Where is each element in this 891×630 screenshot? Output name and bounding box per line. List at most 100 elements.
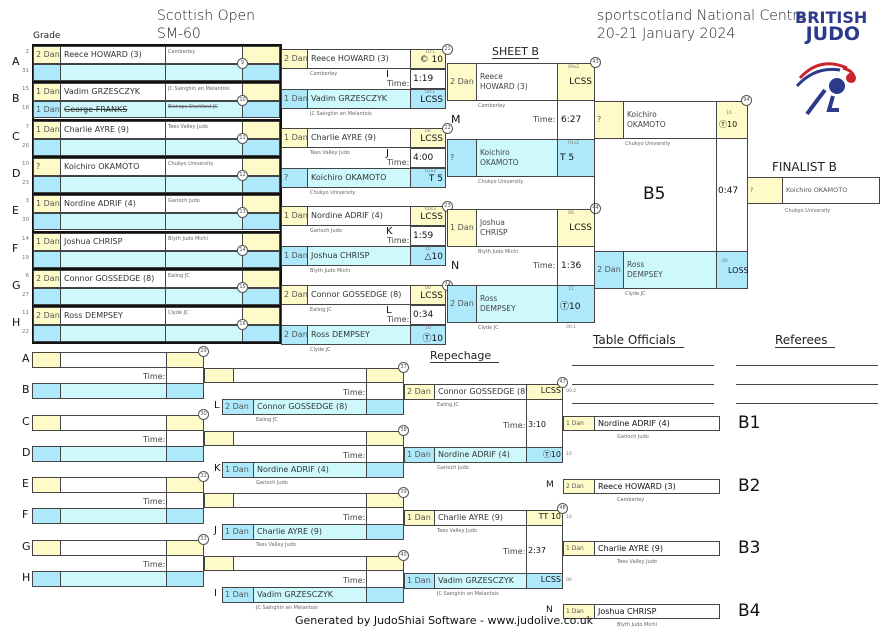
score-cell[interactable] (557, 139, 595, 177)
score-cell[interactable] (366, 524, 404, 540)
competitor-name[interactable] (60, 414, 167, 431)
score-cell[interactable] (242, 83, 280, 102)
score-cell[interactable] (242, 269, 280, 288)
referee-line[interactable] (736, 365, 878, 366)
competitor-name[interactable]: Reece HOWARD (3) (307, 49, 411, 69)
score-cell[interactable] (242, 250, 280, 268)
competitor-name[interactable]: Connor GOSSEDGE (8) (307, 284, 411, 305)
score-cell[interactable] (557, 63, 595, 101)
competitor-name[interactable]: Nordine ADRIF (4) (60, 195, 166, 214)
competitor-name[interactable] (60, 325, 166, 343)
competitor-name[interactable] (60, 64, 166, 81)
referee-line[interactable] (736, 403, 878, 404)
competitor-name[interactable]: Nordine ADRIF (4) (253, 461, 367, 478)
score-cell[interactable] (366, 586, 404, 603)
competitor-name[interactable]: Charlie AYRE (9) (594, 541, 720, 556)
competitor-name[interactable]: Joshua CHRISP (307, 246, 411, 266)
competitor-name[interactable]: Connor GOSSEDGE (8) (60, 269, 166, 288)
score-cell[interactable] (242, 307, 280, 326)
competitor-name[interactable]: Ross DEMPSEY (60, 307, 166, 326)
score-cell[interactable] (166, 570, 204, 587)
competitor-name[interactable]: Vadim GRZESCZYK (253, 586, 367, 603)
score-cell[interactable] (410, 49, 446, 69)
competitor-name[interactable] (233, 555, 367, 571)
score-cell[interactable] (410, 167, 446, 188)
score-cell[interactable] (166, 383, 204, 399)
competitor-name[interactable] (233, 430, 367, 446)
score-cell[interactable] (242, 157, 280, 176)
competitor-name[interactable] (60, 138, 166, 156)
score-cell[interactable] (410, 127, 446, 148)
score-cell[interactable] (242, 325, 280, 343)
competitor-name[interactable]: George FRANKS (60, 101, 166, 119)
competitor-name[interactable]: Charlie AYRE (9) (253, 524, 367, 540)
competitor-name[interactable]: Vadim GRZESCZYK (434, 573, 527, 589)
competitor-name[interactable]: Koichiro OKAMOTO (307, 167, 411, 188)
competitor-name[interactable]: Nordine ADRIF (4) (307, 206, 411, 226)
score-cell[interactable] (366, 399, 404, 415)
official-line[interactable] (572, 384, 714, 385)
score-cell[interactable] (410, 89, 446, 109)
competitor-name[interactable]: Nordine ADRIF (4) (434, 447, 527, 463)
competitor-name[interactable]: Koichiro OKAMOTO (60, 157, 166, 176)
referee-line[interactable] (736, 384, 878, 385)
competitor-name[interactable]: Reece HOWARD (3) (60, 46, 166, 64)
score-cell[interactable] (410, 246, 446, 266)
score-cell[interactable] (166, 445, 204, 462)
competitor-name[interactable] (60, 250, 166, 268)
score-cell[interactable] (242, 64, 280, 81)
competitor-name[interactable] (233, 493, 367, 508)
score-cell[interactable] (410, 206, 446, 226)
competitor-name[interactable]: Joshua CHRISP (594, 603, 720, 619)
competitor-name[interactable]: Nordine ADRIF (4) (594, 416, 720, 431)
score-cell[interactable] (366, 461, 404, 478)
score-cell[interactable] (526, 447, 563, 463)
score-cell[interactable] (526, 573, 563, 589)
competitor-name[interactable] (60, 213, 166, 231)
score-cell[interactable] (242, 195, 280, 214)
competitor-name[interactable] (60, 287, 166, 305)
score-cell[interactable] (242, 287, 280, 305)
competitor-name[interactable] (60, 383, 167, 399)
score-cell[interactable] (410, 284, 446, 305)
score-cell[interactable] (242, 213, 280, 231)
competitor-name[interactable]: Vadim GRZESCZYK (307, 89, 411, 109)
competitor-name[interactable]: Charlie AYRE (9) (307, 127, 411, 148)
score-cell[interactable] (557, 285, 595, 323)
score-cell[interactable] (242, 120, 280, 139)
score-cell[interactable] (526, 510, 563, 526)
competitor-name[interactable]: Vadim GRZESCZYK (60, 83, 166, 102)
competitor-name[interactable] (60, 445, 167, 462)
competitor-name[interactable]: Charlie AYRE (9) (434, 510, 527, 526)
competitor-name[interactable]: Connor GOSSEDGE (8) (434, 384, 527, 400)
score-cell[interactable] (242, 232, 280, 251)
competitor-name[interactable]: Connor GOSSEDGE (8) (253, 399, 367, 415)
winner-name[interactable]: Koichiro OKAMOTO (782, 177, 880, 204)
competitor-name[interactable] (60, 570, 167, 587)
competitor-name[interactable] (60, 508, 167, 524)
competitor-name[interactable]: Ross DEMPSEY (307, 324, 411, 345)
competitor-name[interactable]: Reece HOWARD (3) (594, 478, 720, 494)
score-cell[interactable] (716, 251, 748, 289)
score-cell[interactable] (526, 384, 563, 400)
score-cell[interactable] (242, 175, 280, 193)
competitor-name[interactable] (233, 368, 367, 383)
score-cell[interactable] (242, 46, 280, 64)
competitor-name[interactable]: Joshua CHRISP (60, 232, 166, 251)
score-cell[interactable] (242, 101, 280, 119)
competitor-name[interactable]: Charlie AYRE (9) (60, 120, 166, 139)
score-cell[interactable] (557, 209, 595, 247)
score-cell[interactable] (242, 138, 280, 156)
competitor-name[interactable] (60, 352, 167, 368)
competitor-name[interactable] (60, 477, 167, 493)
competitor-name[interactable] (60, 539, 167, 556)
official-line[interactable] (572, 403, 714, 404)
score-cell[interactable] (410, 324, 446, 345)
official-line[interactable] (572, 365, 714, 366)
competitor-name[interactable] (60, 175, 166, 193)
